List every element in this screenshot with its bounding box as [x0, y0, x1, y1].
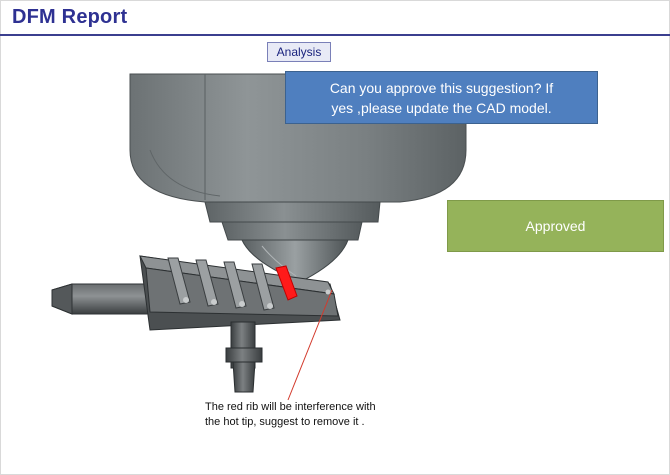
- suggestion-callout: Can you approve this suggestion? If yes …: [285, 71, 598, 124]
- page-title: DFM Report: [12, 6, 128, 28]
- approved-status-badge[interactable]: Approved: [447, 200, 664, 252]
- header-divider: [0, 34, 670, 36]
- tab-analysis[interactable]: Analysis: [267, 42, 331, 62]
- suggestion-line-2: yes ,please update the CAD model.: [331, 99, 552, 116]
- note-line-1: The red rib will be interference with: [205, 401, 376, 413]
- report-header: DFM Report: [0, 0, 670, 34]
- note-line-2: the hot tip, suggest to remove it .: [205, 416, 365, 428]
- annotation-note: The red rib will be interference with th…: [205, 400, 425, 430]
- suggestion-line-1: Can you approve this suggestion? If: [329, 79, 554, 96]
